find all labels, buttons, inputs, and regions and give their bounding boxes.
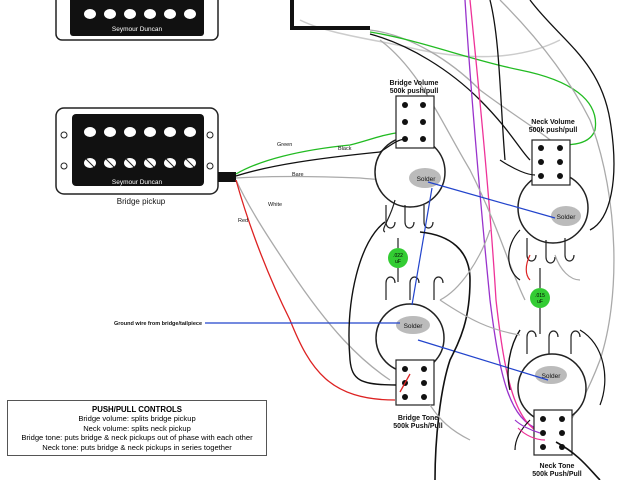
neck-cap-unit: uF <box>537 299 543 305</box>
neck-cap-value: .015 <box>535 293 545 299</box>
bridge-pickup-label: Bridge pickup <box>117 197 166 206</box>
legend-line-bridge-tone: Bridge tone: puts bridge & neck pickups … <box>21 433 253 443</box>
bridge-tone-capacitor <box>388 238 408 282</box>
bridge-pickup: Seymour Duncan <box>55 107 236 195</box>
neck-volume-solder: Solder <box>557 214 577 221</box>
bridge-volume-spec: 500k push/pull <box>390 88 439 95</box>
neck-pickup: Seymour Duncan <box>55 0 219 41</box>
neck-volume-spec: 500k push/pull <box>529 127 578 134</box>
bridge-tone-title: Bridge Tone <box>398 415 438 422</box>
legend-title: PUSH/PULL CONTROLS <box>92 405 182 414</box>
interconnect-wires <box>205 138 606 480</box>
bridge-volume-solder: Solder <box>417 176 437 183</box>
wire-label-white: White <box>268 202 282 208</box>
ground-wire-label: Ground wire from bridge/tailpiece <box>114 321 202 327</box>
neck-tone-spec: 500k Push/Pull <box>532 471 581 478</box>
wire-label-green: Green <box>277 142 292 148</box>
bridge-pickup-wires <box>235 131 403 401</box>
push-pull-legend: PUSH/PULL CONTROLS Bridge volume: splits… <box>7 400 267 456</box>
neck-tone-pot <box>517 330 587 456</box>
wire-label-red: Red <box>238 218 248 224</box>
neck-tone-capacitor <box>530 268 550 334</box>
bridge-tone-pot <box>375 276 445 406</box>
bridge-volume-pot <box>374 95 446 233</box>
bridge-tone-spec: 500k Push/Pull <box>393 423 442 430</box>
neck-volume-title: Neck Volume <box>531 119 575 126</box>
wire-label-black: Black <box>338 146 352 152</box>
bridge-pickup-brand: Seymour Duncan <box>112 179 163 186</box>
legend-line-neck-volume: Neck volume: splits neck pickup <box>83 423 191 433</box>
legend-line-bridge-volume: Bridge volume: splits bridge pickup <box>78 414 196 424</box>
bridge-tone-solder: Solder <box>404 323 424 330</box>
neck-tone-title: Neck Tone <box>540 463 575 470</box>
bridge-cap-unit: uF <box>395 259 401 265</box>
bridge-volume-title: Bridge Volume <box>390 80 439 87</box>
neck-tone-solder: Solder <box>542 373 562 380</box>
legend-line-neck-tone: Neck tone: puts bridge & neck pickups in… <box>42 442 232 452</box>
wire-label-bare: Bare <box>292 172 304 178</box>
neck-pickup-brand: Seymour Duncan <box>112 26 163 33</box>
bridge-cap-value: .022 <box>393 253 403 259</box>
neck-volume-pot <box>517 139 589 264</box>
